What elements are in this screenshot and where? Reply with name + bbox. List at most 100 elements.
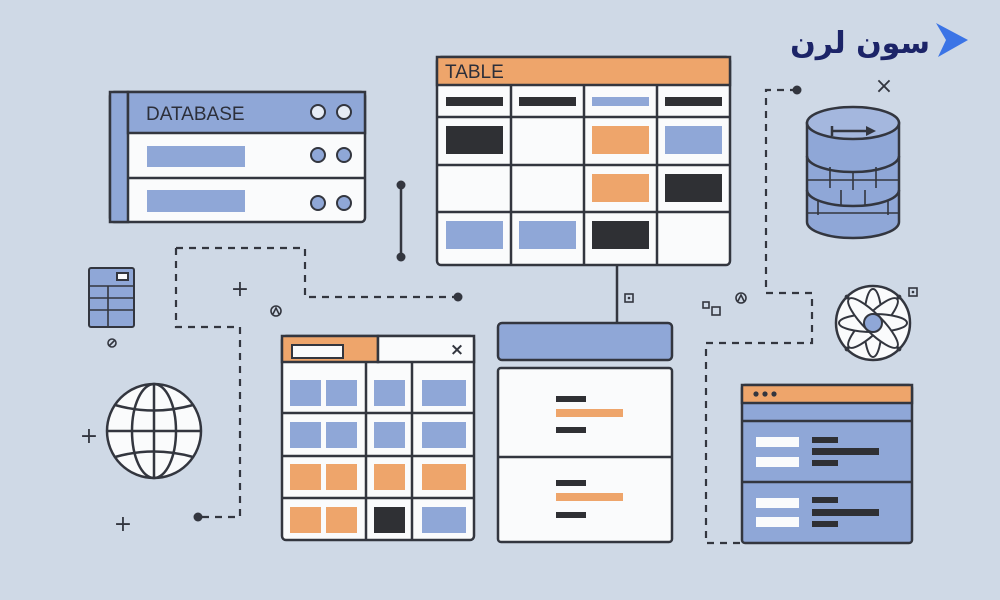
database-panel: DATABASE [108, 90, 367, 224]
row-status-circle [310, 195, 326, 211]
table-cell-block [446, 126, 503, 154]
table-grid-lines [437, 85, 730, 265]
globe-latitude [114, 403, 194, 412]
caret-ring [735, 292, 747, 304]
field-value-bar [812, 521, 838, 527]
database-panel-title: DATABASE [146, 104, 245, 125]
table-cell-block [592, 221, 649, 249]
node-square [624, 293, 634, 303]
small-square [711, 306, 721, 316]
decorative-glyphs: + + + × [80, 74, 918, 537]
circle-slash-line [108, 339, 116, 347]
database-cylinder-icon [805, 105, 901, 240]
plus-icon: + [114, 512, 132, 537]
field-label-bar [756, 517, 799, 527]
text-line [556, 512, 586, 518]
spreadsheet-cell [326, 507, 357, 533]
table-panel-header [435, 55, 732, 87]
column-header-bar [519, 97, 576, 106]
database-row-bar [147, 146, 245, 167]
connector-dot [396, 252, 406, 262]
window-control-dot [771, 391, 777, 397]
caret-mark [272, 306, 280, 315]
node-square-icon [624, 293, 634, 303]
field-label-bar [756, 437, 799, 447]
globe-icon [105, 382, 203, 480]
table-cell-block [519, 221, 576, 249]
spreadsheet-cell [422, 422, 466, 448]
spreadsheet-cell [374, 464, 405, 490]
close-button[interactable]: × [450, 340, 464, 360]
spreadsheet-grid-lines [282, 362, 474, 540]
text-line-highlight [556, 493, 623, 501]
spreadsheet-cell [290, 507, 321, 533]
spreadsheet-cell [374, 507, 405, 533]
brand-logo: سون لرن [790, 23, 968, 61]
window-control-dot [753, 391, 759, 397]
small-square [702, 301, 710, 309]
cross-icon: × [875, 74, 893, 99]
dashed-connector-left-upper [176, 246, 458, 299]
field-label-bar [756, 457, 799, 467]
field-label-bar [756, 498, 799, 508]
database-panel-side-strip [108, 90, 130, 224]
connector-dot [396, 180, 406, 190]
circle-slash-ring [107, 338, 117, 348]
node-dot [627, 296, 631, 300]
fan-hub [863, 313, 883, 333]
spreadsheet-header-tab [376, 334, 476, 364]
connector-dot [453, 292, 463, 302]
spreadsheet-cell [422, 380, 466, 406]
connector-dot [792, 85, 802, 95]
window-control-dot [762, 391, 768, 397]
table-cell-block [665, 126, 722, 154]
node-dot [911, 290, 915, 294]
caret-ring [270, 305, 282, 317]
fan-rim-dot [896, 346, 902, 352]
spreadsheet-cell [326, 422, 357, 448]
database-row-bar [147, 190, 245, 212]
spreadsheet-cell [422, 507, 466, 533]
cylinder-brick-lines [807, 167, 899, 215]
logo-arrow-icon [936, 23, 968, 57]
document-icon-tag [116, 272, 129, 281]
node-square-icon [908, 287, 918, 297]
row-status-circle [336, 147, 352, 163]
field-value-bar [812, 448, 879, 455]
spreadsheet-cell [290, 422, 321, 448]
table-panel: TABLE [435, 55, 732, 267]
text-line-highlight [556, 409, 623, 417]
spreadsheet-name-field[interactable] [291, 344, 344, 359]
column-header-bar [446, 97, 503, 106]
spreadsheet-cell [290, 380, 321, 406]
plus-icon: + [231, 277, 249, 302]
linked-squares-icon [702, 301, 721, 316]
table-cell-block [592, 174, 649, 202]
solid-connectors [396, 180, 619, 323]
column-header-bar [592, 97, 649, 106]
window-icon [740, 383, 914, 545]
circled-caret-icon [270, 305, 282, 317]
circle-slash-icon [107, 338, 117, 348]
spreadsheet-cell [290, 464, 321, 490]
table-cell-block [665, 174, 722, 202]
fan-rim-dot [844, 294, 850, 300]
window-title-bar [740, 383, 914, 405]
spreadsheet-cell [326, 380, 357, 406]
dashed-connector-right [704, 88, 814, 545]
cylinder-top [805, 105, 901, 141]
column-header-bar [665, 97, 722, 106]
row-status-circle [310, 147, 326, 163]
text-line [556, 480, 586, 486]
fan-icon [834, 284, 912, 362]
spreadsheet-cell [422, 464, 466, 490]
row-status-circle [336, 195, 352, 211]
cylinder-band [805, 189, 901, 208]
logo-text: سون لرن [790, 26, 930, 61]
plus-icon: + [80, 424, 98, 449]
document-panel-top-bar [496, 321, 674, 362]
database-panel-header [126, 90, 367, 135]
circled-caret-icon [735, 292, 747, 304]
dashed-connector-left-lower [174, 248, 242, 519]
dashed-connectors [174, 85, 814, 545]
